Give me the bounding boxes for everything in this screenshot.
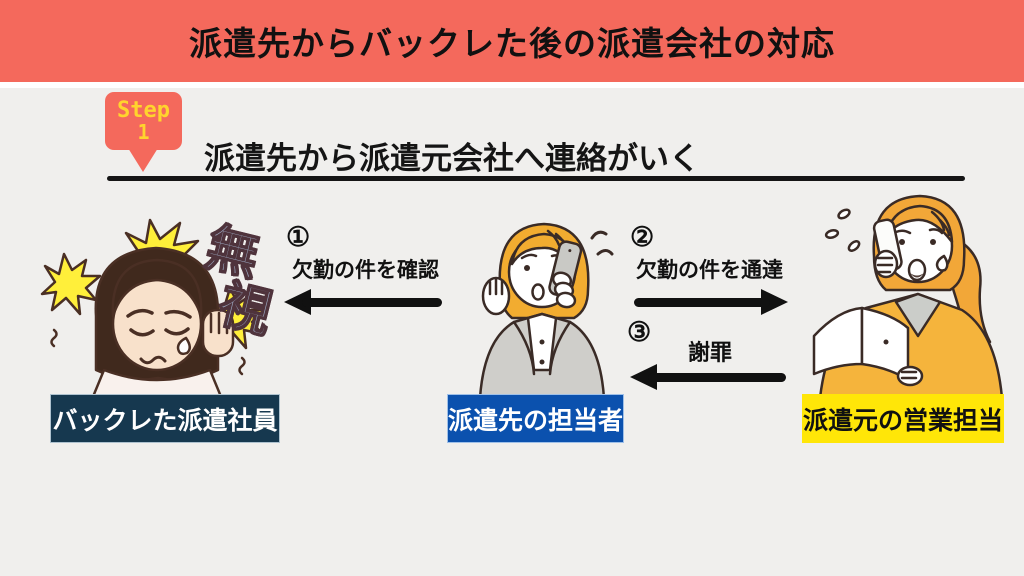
sweat-drop [176,336,191,356]
arrow-shaft [634,298,770,307]
notebook-dot [883,339,889,345]
brow-right [928,228,944,235]
actor-name: バックレた派遣社員 [52,406,278,435]
bangs [111,258,203,318]
title-banner: 派遣先からバックレた後の派遣会社の対応 [0,0,1024,82]
flow-2-number: ② [630,222,655,252]
mouth-shadow [910,273,924,278]
brow-left [520,253,538,260]
section-heading: 派遣先から派遣元会社へ連絡がいく [204,141,700,176]
step-badge-word: Step [117,97,170,123]
brow-left [894,229,912,235]
eye-left [899,239,905,245]
shock-burst-left [40,252,102,316]
step-badge-pointer [128,148,158,172]
sweat-drop [837,208,851,220]
label-client-manager: 派遣先の担当者 [447,394,624,443]
step-badge-number: 1 [137,120,150,145]
label-agency-sales: 派遣元の営業担当 [802,394,1004,443]
flow-3-number: ③ [627,317,652,347]
sweat-flick [590,230,608,240]
agency-sales-illustration [812,194,1004,398]
flow-2-arrow-right [632,289,788,315]
actor-name: 派遣先の担当者 [448,406,624,435]
actor-name: 派遣元の営業担当 [802,406,1003,435]
step-badge: Step 1 [105,92,182,150]
distressed-mouth [139,355,167,365]
flow-3-label: 謝罪 [688,340,733,365]
tear [935,254,949,272]
flow-1-label: 欠勤の件を確認 [292,259,439,282]
closed-eye-left [129,328,155,337]
heading-underline [107,176,965,181]
notebook-left-page [812,306,864,376]
inner-top [894,292,942,338]
client-manager-illustration [478,222,614,398]
open-mouth [531,283,545,301]
closed-eye-right [164,327,190,336]
tremble-line-left [50,328,58,348]
label-bailed-worker: バックレた派遣社員 [50,394,280,443]
eye-left [524,265,530,271]
ignore-kanji-2: 視 [212,274,278,345]
page-title: 派遣先からバックレた後の派遣会社の対応 [189,25,835,62]
arrow-shaft [648,373,786,382]
sweat-drop [824,229,840,239]
flow-2-label: 欠勤の件を通達 [636,259,783,282]
button [539,359,545,365]
sweat-drop [847,240,861,252]
flow-3-arrow-left [630,364,788,390]
flow-1-number: ① [286,222,311,252]
button [539,339,545,345]
arrow-shaft [302,298,442,307]
sweat-flick [596,249,614,256]
flow-1-arrow-left [284,289,444,315]
eye-right [930,239,936,245]
tremble-line-right [238,356,246,376]
ignore-kanji-1: 無 [200,218,266,288]
hand-holding-book [896,365,924,387]
